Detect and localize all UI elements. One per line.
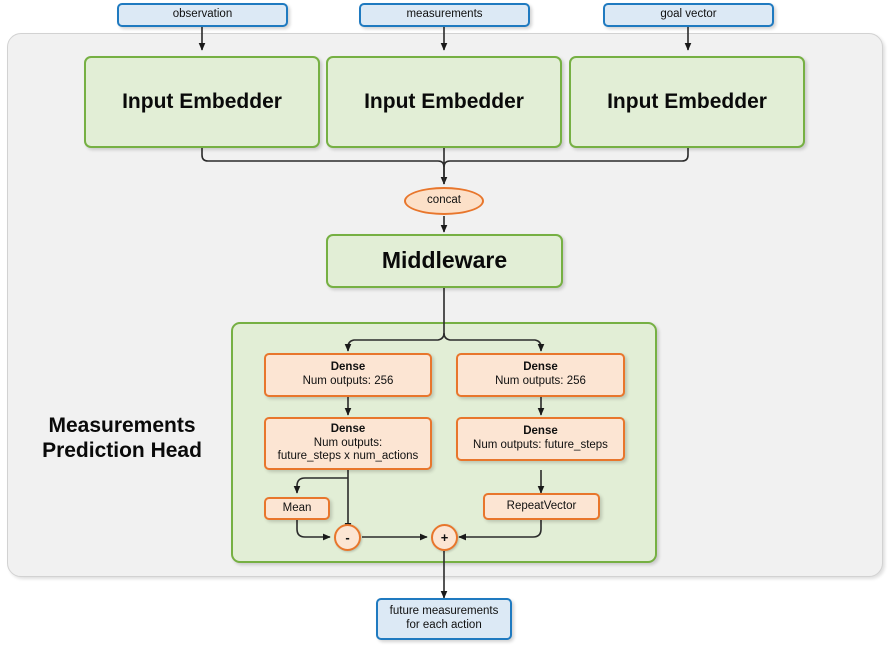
right-dense-2-detail: Num outputs: future_steps bbox=[473, 439, 608, 451]
add-operator-symbol: + bbox=[440, 529, 449, 545]
repeat-vector-block[interactable]: RepeatVector bbox=[483, 493, 600, 520]
output-label-line1: future measurements bbox=[389, 605, 499, 618]
head-title-line2: Prediction Head bbox=[42, 439, 202, 462]
right-dense-2[interactable]: Dense Num outputs: future_steps bbox=[456, 417, 625, 461]
subtract-operator[interactable]: - bbox=[334, 524, 361, 551]
right-dense-2-title: Dense bbox=[523, 425, 558, 438]
repeat-vector-label: RepeatVector bbox=[506, 499, 577, 512]
right-dense-1-detail: Num outputs: 256 bbox=[495, 375, 586, 387]
input-embedder-1-label: Input Embedder bbox=[122, 89, 282, 113]
right-dense-1[interactable]: Dense Num outputs: 256 bbox=[456, 353, 625, 397]
left-dense-1-detail: Num outputs: 256 bbox=[302, 375, 394, 387]
measurements-prediction-head-title: Measurements Prediction Head bbox=[22, 408, 222, 470]
input-label-measurements: measurements bbox=[406, 8, 483, 21]
left-dense-1[interactable]: Dense Num outputs: 256 bbox=[264, 353, 432, 397]
right-dense-1-title: Dense bbox=[523, 361, 558, 374]
output-label-line2: for each action bbox=[406, 619, 482, 631]
input-box-goal-vector[interactable]: goal vector bbox=[603, 3, 774, 27]
input-embedder-1[interactable]: Input Embedder bbox=[84, 56, 320, 148]
input-embedder-3[interactable]: Input Embedder bbox=[569, 56, 805, 148]
mean-label: Mean bbox=[282, 501, 312, 514]
output-box-future-measurements[interactable]: future measurements for each action bbox=[376, 598, 512, 640]
mean-block[interactable]: Mean bbox=[264, 497, 330, 520]
add-operator[interactable]: + bbox=[431, 524, 458, 551]
middleware-block[interactable]: Middleware bbox=[326, 234, 563, 288]
concat-node[interactable]: concat bbox=[404, 187, 484, 215]
left-dense-2-detail-line1: Num outputs: bbox=[313, 436, 383, 449]
input-box-observation[interactable]: observation bbox=[117, 3, 288, 27]
left-dense-2[interactable]: Dense Num outputs: future_steps x num_ac… bbox=[264, 417, 432, 470]
subtract-operator-symbol: - bbox=[345, 529, 350, 545]
head-title-line1: Measurements bbox=[48, 414, 196, 438]
middleware-label: Middleware bbox=[381, 247, 508, 274]
left-dense-2-detail-line2: future_steps x num_actions bbox=[277, 450, 419, 463]
input-box-measurements[interactable]: measurements bbox=[359, 3, 530, 27]
left-dense-1-title: Dense bbox=[330, 361, 366, 374]
concat-label: concat bbox=[427, 194, 461, 207]
left-dense-2-title: Dense bbox=[330, 423, 366, 436]
input-embedder-2[interactable]: Input Embedder bbox=[326, 56, 562, 148]
input-embedder-3-label: Input Embedder bbox=[607, 89, 767, 113]
input-embedder-2-label: Input Embedder bbox=[364, 89, 524, 113]
input-label-goal-vector: goal vector bbox=[660, 8, 717, 21]
input-label-observation: observation bbox=[172, 8, 233, 21]
